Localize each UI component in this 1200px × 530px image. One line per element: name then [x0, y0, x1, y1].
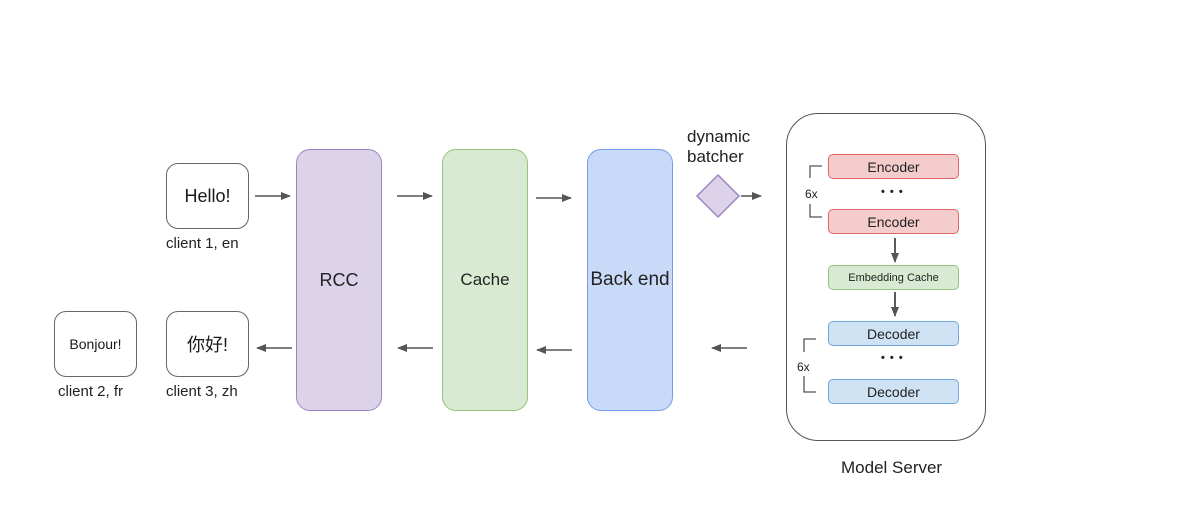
decoder-bottom-label: Decoder: [867, 383, 920, 400]
rcc-stage: RCC: [296, 149, 382, 411]
encoder-repeat-bracket: [809, 165, 822, 218]
batcher-label-line2: batcher: [687, 147, 744, 166]
model-server-title: Model Server: [841, 458, 943, 477]
encoder-bottom-label: Encoder: [867, 213, 920, 230]
client-2-text: Bonjour!: [69, 336, 122, 352]
decoder-top: Decoder: [828, 321, 959, 346]
decoder-bottom: Decoder: [828, 379, 959, 404]
backend-label: Back end: [590, 269, 670, 290]
decoder-repeat-bracket: [803, 338, 816, 393]
encoder-top-label: Encoder: [867, 158, 920, 175]
rcc-label: RCC: [319, 269, 359, 290]
client-3-text: 你好!: [186, 335, 228, 355]
cache-stage: Cache: [442, 149, 528, 411]
client-3-box: 你好!: [166, 311, 249, 377]
client-1-caption: client 1, en: [166, 235, 239, 252]
dynamic-batcher-diamond: [695, 173, 741, 219]
batcher-label-line1: dynamic: [687, 127, 751, 146]
embedding-cache-label: Embedding Cache: [848, 271, 939, 284]
decoder-top-label: Decoder: [867, 325, 920, 342]
client-3-caption: client 3, zh: [166, 383, 238, 400]
encoder-bottom: Encoder: [828, 209, 959, 234]
client-1-box: Hello!: [166, 163, 249, 229]
encoder-ellipsis: • • •: [881, 186, 904, 198]
client-2-caption: client 2, fr: [58, 383, 124, 400]
cache-label: Cache: [460, 270, 510, 289]
client-2-box: Bonjour!: [54, 311, 137, 377]
encoder-top: Encoder: [828, 154, 959, 179]
embedding-cache: Embedding Cache: [828, 265, 959, 290]
encoder-repeat-label: 6x: [805, 187, 818, 201]
decoder-ellipsis: • • •: [881, 352, 904, 364]
backend-stage: Back end: [587, 149, 673, 411]
client-1-text: Hello!: [184, 185, 231, 206]
decoder-repeat-label: 6x: [797, 360, 810, 374]
